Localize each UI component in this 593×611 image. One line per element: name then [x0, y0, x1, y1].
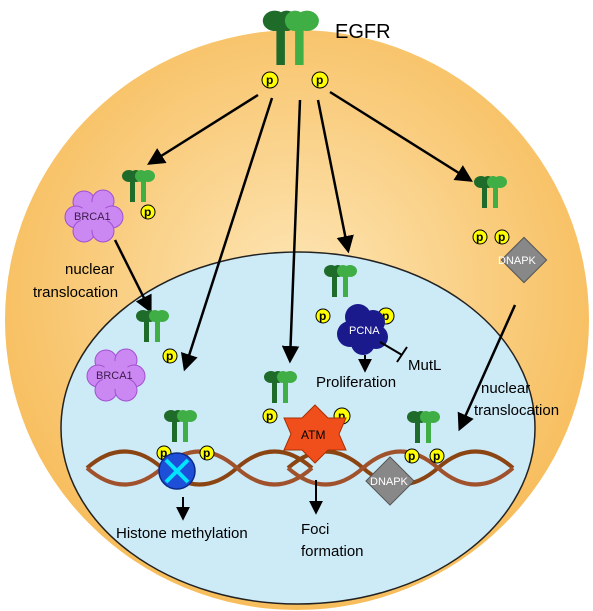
svg-text:p: p	[498, 230, 505, 244]
brca1-protein-cytoplasm: BRCA1	[64, 189, 124, 243]
phospho-top-right: p	[311, 71, 329, 89]
brca1-protein-nucleus: BRCA1	[86, 348, 146, 402]
svg-text:p: p	[316, 73, 323, 87]
arrow-to-histone	[180, 97, 274, 372]
translocation-right-line2: translocation	[474, 402, 559, 419]
foci-label-line1: Foci	[301, 521, 329, 538]
atm-label: ATM	[301, 428, 325, 442]
arrow-brca1-translocation	[113, 239, 152, 314]
atm-protein: ATM	[283, 404, 347, 464]
svg-text:p: p	[166, 349, 173, 363]
phospho-pcna-left: p	[315, 308, 331, 324]
svg-text:p: p	[266, 73, 273, 87]
translocation-left-line1: nuclear	[65, 261, 114, 278]
pcna-protein: PCNA	[337, 304, 388, 355]
brca1-label-nucleus: BRCA1	[96, 370, 133, 382]
arrow-dnapk-translocation	[457, 304, 517, 432]
svg-text:p: p	[160, 446, 167, 460]
proliferation-label: Proliferation	[316, 374, 396, 391]
dnapk-label-nucleus: DNAPK	[370, 476, 409, 488]
arrow-to-dnapk	[329, 90, 473, 182]
foci-label-line2: formation	[301, 543, 364, 560]
svg-text:p: p	[203, 446, 210, 460]
svg-text:p: p	[144, 205, 151, 219]
svg-text:p: p	[338, 409, 345, 423]
svg-text:p: p	[476, 230, 483, 244]
histone-enzyme	[158, 452, 196, 490]
mutl-label: MutL	[408, 357, 441, 374]
phospho-brca1-cytoplasm: p	[140, 204, 156, 220]
phospho-histone-right: p	[199, 445, 215, 461]
arrow-to-atm	[281, 99, 302, 364]
pcna-label: PCNA	[349, 325, 380, 337]
dnapk-label-cytoplasm: DNAPK	[498, 255, 537, 267]
phospho-top-left: p	[261, 71, 279, 89]
phospho-dnapk-nucleus-left: p	[404, 448, 420, 464]
phospho-atm-left: p	[262, 408, 278, 424]
svg-text:p: p	[266, 409, 273, 423]
phospho-dnapk-nucleus-right: p	[429, 448, 445, 464]
arrow-to-brca1	[147, 93, 259, 165]
mutl-inhibition	[379, 341, 408, 363]
phospho-brca1-nucleus: p	[162, 348, 178, 364]
dnapk-protein-cytoplasm: DNAPK	[498, 236, 548, 284]
dnapk-protein-nucleus: DNAPK	[365, 456, 415, 506]
brca1-label-cytoplasm: BRCA1	[74, 211, 111, 223]
svg-text:p: p	[433, 449, 440, 463]
translocation-left-line2: translocation	[33, 284, 118, 301]
svg-text:p: p	[319, 309, 326, 323]
translocation-right-line1: nuclear	[481, 380, 530, 397]
arrow-to-pcna	[316, 99, 354, 254]
phospho-dnapk-cytoplasm-left: p	[472, 229, 488, 245]
histone-methylation-label: Histone methylation	[116, 525, 248, 542]
svg-text:p: p	[408, 449, 415, 463]
svg-text:p: p	[382, 309, 389, 323]
phospho-dnapk-cytoplasm-right: p	[494, 229, 510, 245]
signal-arrows	[113, 90, 517, 432]
egfr-title: EGFR	[335, 21, 391, 43]
